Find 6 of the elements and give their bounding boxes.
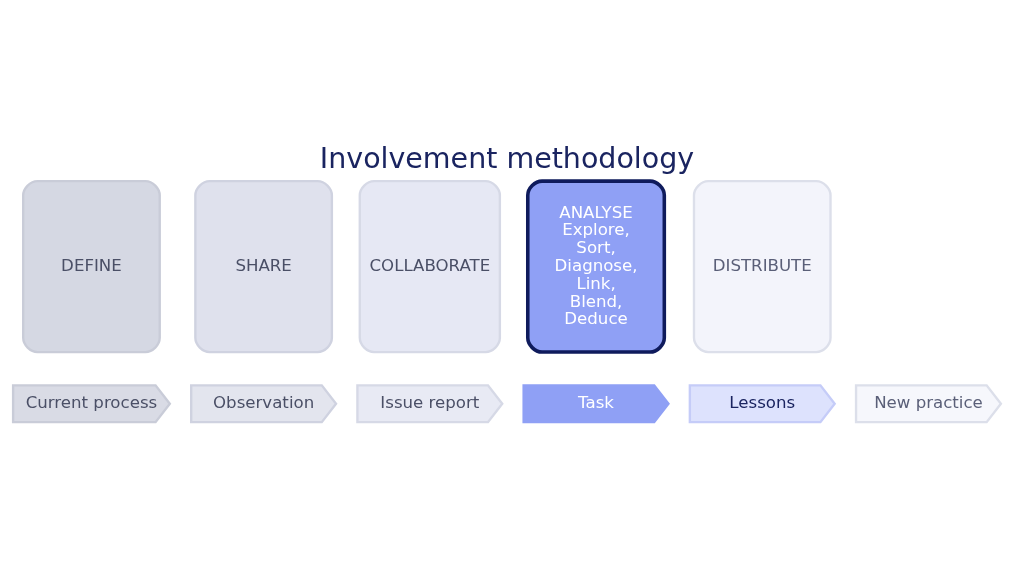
node-box: SHARE [194, 179, 334, 353]
node-box: ANALYSE Explore, Sort, Diagnose, Link, Blend, Deduce [526, 178, 667, 354]
node-box: COLLABORATE [358, 179, 502, 353]
node-box: DISTRIBUTE [692, 179, 832, 353]
diagram-title: Involvement methodology [319, 141, 695, 175]
node-box: DEFINE [22, 179, 161, 353]
